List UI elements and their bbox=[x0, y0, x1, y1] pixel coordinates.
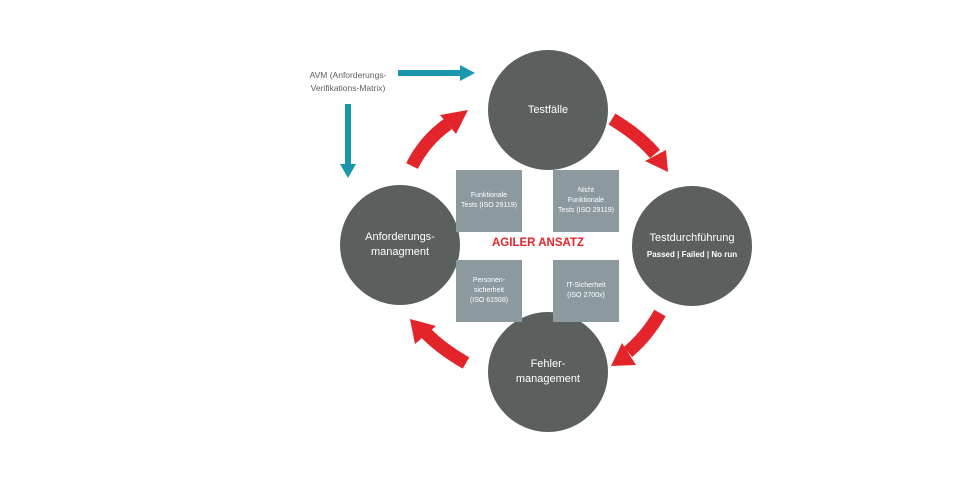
box-it-sicherheit: IT-Sicherheit (ISO 2700x) bbox=[553, 260, 619, 322]
avm-to-anforderungsmanagement-arrow bbox=[340, 104, 356, 178]
box-personensicherheit: Personen- sicherheit (ISO 61508) bbox=[456, 260, 522, 322]
node-testdurchfuehrung-label: Testdurchführung bbox=[649, 232, 735, 245]
node-anforderungsmanagement: Anforderungs- managment bbox=[340, 185, 460, 305]
agiler-ansatz-title: AGILER ANSATZ bbox=[492, 237, 584, 249]
node-testdurchfuehrung: Testdurchführung Passed | Failed | No ru… bbox=[632, 186, 752, 306]
node-testfaelle-label: Testfälle bbox=[527, 103, 569, 116]
box-funktionale-tests: Funktionale Tests (ISO 29119) bbox=[456, 170, 522, 232]
node-fehlermanagement: Fehler- management bbox=[488, 312, 608, 432]
node-fehlermanagement-label: Fehler- management bbox=[515, 358, 581, 385]
box-nicht-funktionale-tests: Nicht Funktionale Tests (ISO 29119) bbox=[553, 170, 619, 232]
node-testfaelle: Testfälle bbox=[488, 50, 608, 170]
cycle-arrow-testfaelle-to-testdurchfuehrung bbox=[608, 113, 668, 172]
cycle-arrow-anforderungsmanagement-to-testfaelle bbox=[406, 110, 468, 170]
node-anforderungsmanagement-label: Anforderungs- managment bbox=[365, 231, 435, 258]
avm-source-label: AVM (Anforderungs- Verifikations-Matrix) bbox=[309, 70, 387, 94]
avm-to-testfaelle-arrow bbox=[398, 65, 475, 81]
cycle-arrow-fehlermanagement-to-anforderungsmanagement bbox=[410, 319, 470, 369]
node-testdurchfuehrung-status-legend: Passed | Failed | No run bbox=[646, 250, 738, 260]
cycle-arrow-testdurchfuehrung-to-fehlermanagement bbox=[611, 309, 666, 366]
